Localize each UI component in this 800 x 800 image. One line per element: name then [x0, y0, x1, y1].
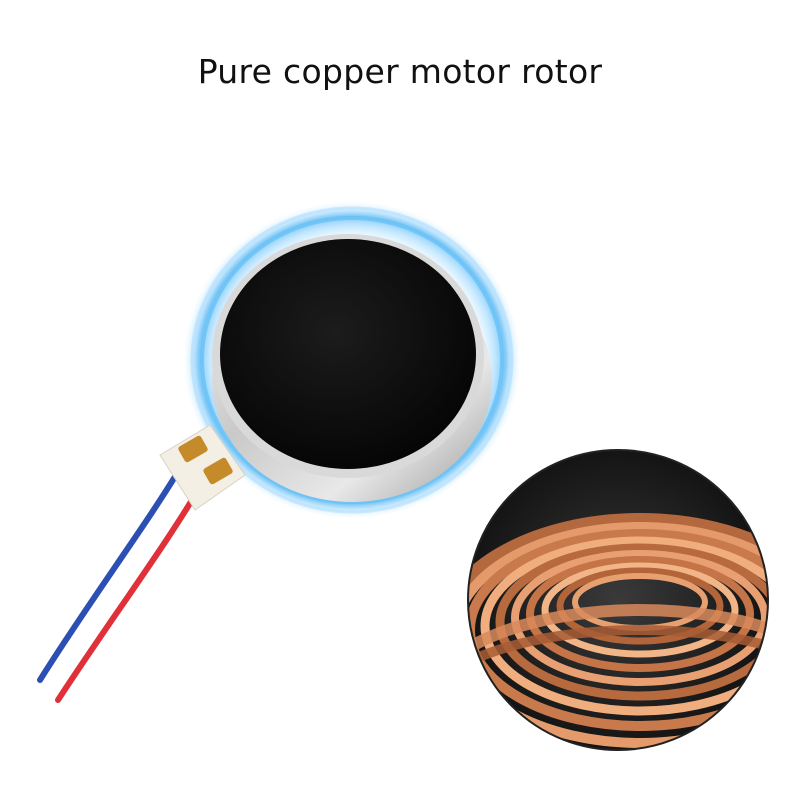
motor-wires — [37, 457, 208, 703]
solder-tabs — [159, 424, 246, 511]
copper-coil-inset — [467, 449, 769, 751]
vibration-motor — [212, 234, 492, 502]
page-title: Pure copper motor rotor — [197, 52, 603, 91]
